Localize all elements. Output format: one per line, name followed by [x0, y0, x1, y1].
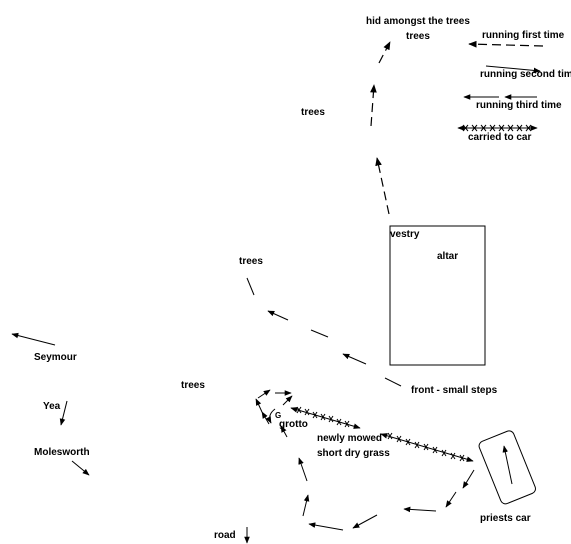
- route-third-run: [298, 457, 475, 531]
- legend-first-label: running first time: [482, 30, 565, 41]
- priests-car: [478, 430, 536, 505]
- priests-car-label: priests car: [480, 513, 531, 524]
- legend: running first time running second time r…: [457, 30, 571, 143]
- trees-label-mid-top: trees: [301, 107, 325, 118]
- trees-label-mid: trees: [239, 256, 263, 267]
- yea-arrow: [59, 400, 68, 426]
- vestry-label: vestry: [390, 229, 420, 240]
- road-label: road: [214, 530, 236, 541]
- legend-second-label: running second time: [480, 69, 571, 80]
- molesworth-label: Molesworth: [34, 447, 90, 458]
- grotto-arrows: [255, 389, 293, 438]
- yea-label: Yea: [43, 401, 61, 412]
- grotto-label: grotto: [279, 419, 308, 430]
- route-first-run: [370, 41, 391, 215]
- seymour-arrow: [11, 332, 56, 346]
- hid-amongst-trees-label: hid amongst the trees: [366, 16, 470, 27]
- legend-carried-line: [457, 124, 538, 132]
- trees-label-left: trees: [181, 380, 205, 391]
- altar-label: altar: [437, 251, 458, 262]
- route-carried: [290, 406, 474, 462]
- legend-second-line: [485, 65, 541, 74]
- grotto-g-mark: G: [275, 411, 281, 420]
- route-second-run: [246, 277, 402, 387]
- molesworth-arrow: [71, 460, 90, 476]
- legend-third-label: running third time: [476, 100, 562, 111]
- front-steps-label: front - small steps: [411, 385, 498, 396]
- seymour-label: Seymour: [34, 352, 77, 363]
- church-building: [389, 225, 486, 366]
- legend-carried-label: carried to car: [468, 132, 531, 143]
- trees-label-top: trees: [406, 31, 430, 42]
- legend-first-line: [468, 40, 544, 48]
- mowed-grass-label-2: short dry grass: [317, 448, 390, 459]
- mowed-grass-label-1: newly mowed: [317, 433, 382, 444]
